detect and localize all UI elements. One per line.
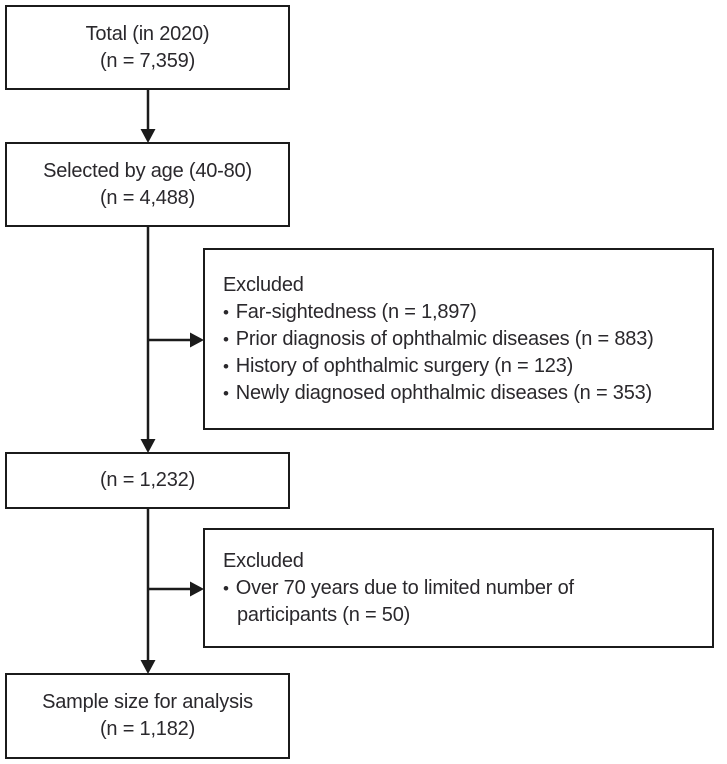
bullet-icon: • [223,578,229,598]
box-excluded-second: Excluded • Over 70 years due to limited … [203,528,714,648]
list-item: • Over 70 years due to limited number of [223,575,704,602]
box-total-line1: Total (in 2020) [85,22,210,45]
box-selected-line2: (n = 4,488) [99,186,196,209]
box-total: Total (in 2020) (n = 7,359) [5,5,290,90]
bullet-icon: • [223,383,229,403]
bullet-icon: • [223,329,229,349]
box-sample-line1: Sample size for analysis [42,691,253,713]
arrowhead-right-icon [190,581,204,597]
excluded-1-item-4: Newly diagnosed ophthalmic diseases (n =… [235,381,653,404]
box-sample-line2: (n = 1,182) [99,718,196,740]
arrowhead-down-icon [140,129,156,143]
box-intermediate-count: (n = 1,232) [5,452,290,509]
excluded-2-item-line2: participants (n = 50) [237,603,411,626]
box-intermediate-line1: (n = 1,232) [99,469,196,491]
arrowhead-down-icon [140,439,156,453]
arrowhead-down-icon [140,660,156,674]
excluded-2-item-line1: Over 70 years due to limited number of [235,576,574,599]
excluded-1-item-2: Prior diagnosis of ophthalmic diseases (… [235,327,654,350]
box-excluded-first: Excluded • Far-sightedness (n = 1,897) •… [203,248,714,430]
bullet-icon: • [223,302,229,322]
list-item: • Newly diagnosed ophthalmic diseases (n… [223,380,704,407]
excluded-1-item-1: Far-sightedness (n = 1,897) [235,300,477,323]
list-item: • Prior diagnosis of ophthalmic diseases… [223,326,704,353]
excluded-2-title: Excluded [223,549,304,572]
box-total-line2: (n = 7,359) [99,49,196,72]
excluded-1-item-3: History of ophthalmic surgery (n = 123) [235,354,574,377]
box-selected-line1: Selected by age (40-80) [43,159,252,182]
bullet-icon: • [223,356,229,376]
box-selected-by-age: Selected by age (40-80) (n = 4,488) [5,142,290,227]
list-item: • History of ophthalmic surgery (n = 123… [223,353,704,380]
list-item: • Far-sightedness (n = 1,897) [223,299,704,326]
box-sample-size: Sample size for analysis (n = 1,182) [5,673,290,759]
excluded-1-title: Excluded [223,273,304,296]
arrowhead-right-icon [190,332,204,348]
